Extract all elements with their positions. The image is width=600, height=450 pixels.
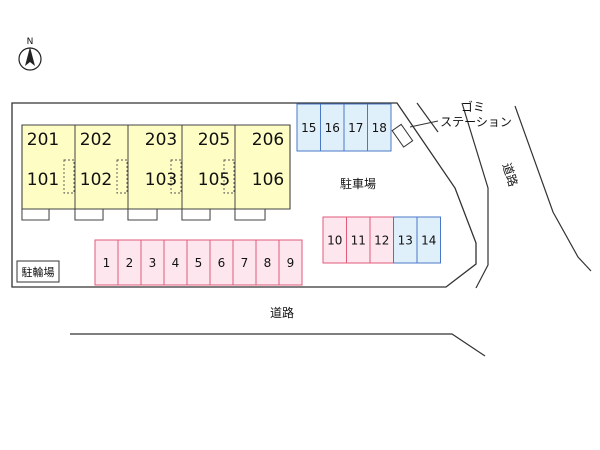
- staircase-icon: [116, 159, 128, 194]
- parking-stall-number: 8: [264, 256, 272, 270]
- balcony-105: [181, 208, 211, 221]
- staircase-icon: [170, 159, 182, 194]
- parking-row-top: 15 16 17 18: [296, 103, 392, 152]
- balcony-102: [74, 208, 104, 221]
- road-line-bottom: [70, 333, 486, 357]
- compass-north-label: N: [27, 37, 34, 47]
- garbage-station-label-line2: ステーション: [440, 115, 512, 129]
- parking-stall-number: 13: [398, 234, 413, 248]
- road-line-right-inner: [461, 102, 489, 289]
- unit-205-label: 205: [198, 130, 230, 150]
- parking-stall-9: [278, 239, 303, 286]
- unit-105-label: 105: [198, 170, 230, 190]
- unit-206-label: 206: [252, 130, 284, 150]
- road-label-right: 道路: [499, 161, 521, 188]
- bicycle-parking-label: 駐輪場: [22, 265, 55, 279]
- parking-stall-14: [416, 216, 441, 264]
- parking-row-middle: 10 11 12 13 14: [322, 216, 441, 264]
- road-label-bottom: 道路: [270, 305, 294, 320]
- parking-stall-number: 4: [172, 256, 180, 270]
- balcony-101: [21, 208, 50, 221]
- parking-stall-18: [367, 103, 392, 152]
- staircase-icon: [223, 159, 235, 194]
- parking-stall-number: 17: [348, 121, 363, 135]
- balcony-103: [127, 208, 158, 221]
- staircase-icon: [63, 159, 75, 194]
- unit-102-label: 102: [80, 170, 112, 190]
- parking-stall-number: 15: [301, 121, 316, 135]
- parking-stall-number: 7: [241, 256, 249, 270]
- unit-202-label: 202: [80, 130, 112, 150]
- parking-stall-number: 18: [372, 121, 387, 135]
- parking-stall-number: 10: [327, 234, 342, 248]
- parking-stall-number: 14: [421, 234, 436, 248]
- unit-106-label: 106: [252, 170, 284, 190]
- unit-101-label: 101: [27, 170, 59, 190]
- parking-stall-number: 1: [103, 256, 111, 270]
- parking-stall-number: 9: [287, 256, 295, 270]
- garbage-station-leader-line: [409, 120, 439, 128]
- parking-lot-label: 駐車場: [340, 176, 376, 191]
- unit-201-label: 201: [27, 130, 59, 150]
- parking-stall-number: 5: [195, 256, 203, 270]
- unit-203-label: 203: [145, 130, 177, 150]
- north-compass: N: [18, 37, 42, 71]
- parking-row-bottom: 1 2 3 4 5 6 7 8 9: [94, 239, 303, 286]
- unit-103-label: 103: [145, 170, 177, 190]
- parking-stall-number: 16: [325, 121, 340, 135]
- balcony-106: [234, 208, 266, 221]
- north-arrow-icon: [25, 47, 35, 66]
- parking-stall-number: 6: [218, 256, 226, 270]
- bicycle-parking-box: [16, 260, 60, 283]
- parking-stall-number: 11: [351, 234, 366, 248]
- garbage-station-box: [391, 123, 414, 148]
- parking-stall-number: 12: [374, 234, 389, 248]
- road-line-right-short: [416, 102, 439, 133]
- apartment-building: 201 101 202 102 203 103 205 105 206 106: [21, 124, 291, 221]
- parking-stall-number: 2: [126, 256, 134, 270]
- garbage-station-label-line1: ゴミ: [461, 99, 485, 114]
- road-line-right-outer: [514, 105, 592, 272]
- parking-stall-number: 3: [149, 256, 157, 270]
